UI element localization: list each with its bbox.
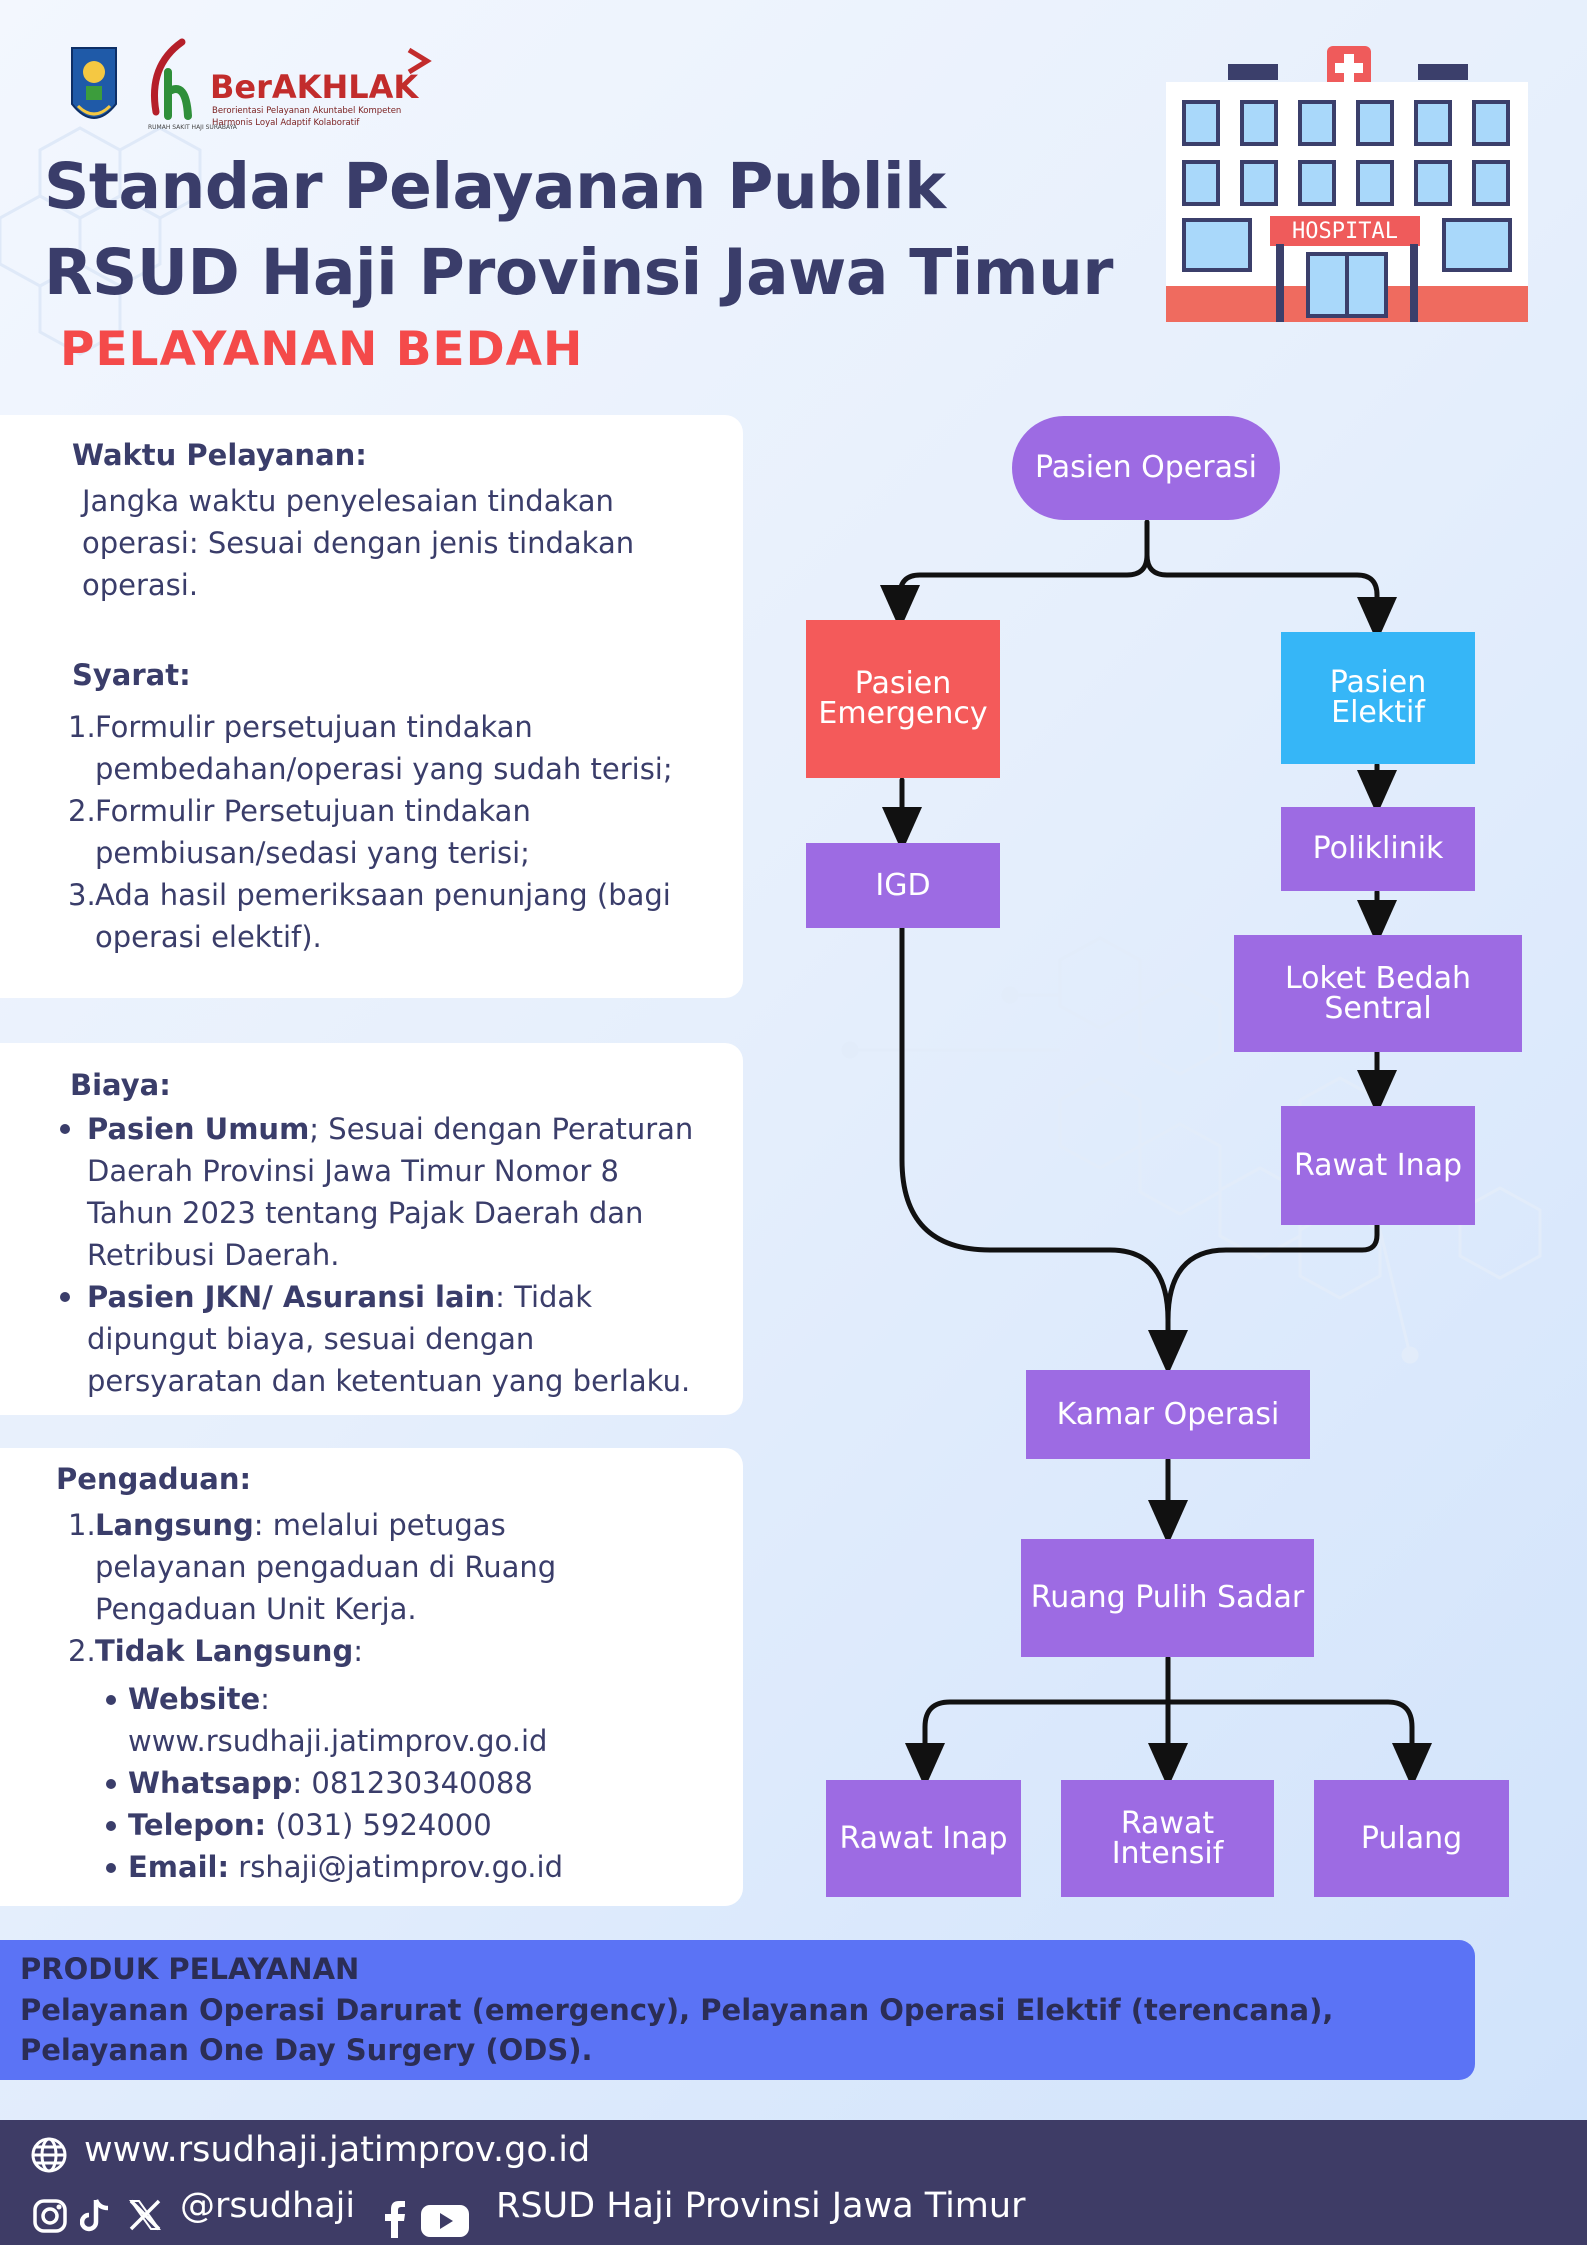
biaya-title: Biaya: (70, 1068, 171, 1102)
website-label: Website (128, 1682, 261, 1716)
pengaduan-title: Pengaduan: (56, 1462, 252, 1496)
flow-igd: IGD (806, 843, 1000, 928)
flow-kamar-operasi: Kamar Operasi (1026, 1370, 1310, 1459)
footer-handle[interactable]: @rsudhaji (180, 2186, 356, 2226)
bullet-dot (106, 1695, 116, 1705)
produk-line-1: Pelayanan Operasi Darurat (emergency), P… (20, 1993, 1334, 2027)
biaya-jkn-label: Pasien JKN/ Asuransi lain (87, 1280, 496, 1314)
website-sep: : (260, 1682, 270, 1716)
east-java-emblem-icon (71, 47, 117, 119)
syarat-num-3: 3. (68, 878, 96, 912)
biaya-umum-text: ; Sesuai dengan Peraturan (309, 1112, 694, 1146)
bullet-dot (106, 1863, 116, 1873)
syarat-title: Syarat: (72, 658, 191, 692)
biaya-umum-line-4: Retribusi Daerah. (87, 1238, 340, 1272)
footer-website[interactable]: www.rsudhaji.jatimprov.go.id (84, 2130, 591, 2170)
flow-rawat-inap-2: Rawat Inap (826, 1780, 1021, 1897)
flow-pasien-elektif: Pasien Elektif (1281, 632, 1475, 764)
biaya-umum-line-1: Pasien Umum; Sesuai dengan Peraturan (87, 1108, 693, 1150)
biaya-umum-label: Pasien Umum (87, 1112, 310, 1146)
pengaduan-num-1: 1. (68, 1508, 96, 1542)
syarat-item-2-line-2: pembiusan/sedasi yang terisi; (95, 836, 530, 870)
x-twitter-icon[interactable] (128, 2198, 162, 2232)
whatsapp-row: Whatsapp: 081230340088 (128, 1762, 533, 1804)
brand-tagline-1: Berorientasi Pelayanan Akuntabel Kompete… (212, 106, 402, 116)
flow-poliklinik: Poliklinik (1281, 807, 1475, 891)
pengaduan-langsung-line-3: Pengaduan Unit Kerja. (95, 1592, 417, 1626)
bullet-dot (60, 1124, 70, 1134)
waktu-line-3: operasi. (82, 568, 199, 602)
pengaduan-langsung-text: : melalui petugas (253, 1508, 506, 1542)
pengaduan-langsung-line-1: Langsung: melalui petugas (95, 1504, 506, 1546)
rsud-haji-logo-icon (150, 38, 192, 120)
telepon-row: Telepon: (031) 5924000 (128, 1804, 492, 1846)
whatsapp-value[interactable]: : 081230340088 (292, 1766, 533, 1800)
syarat-item-3-line-1: Ada hasil pemeriksaan penunjang (bagi (95, 878, 671, 912)
produk-line-2: Pelayanan One Day Surgery (ODS). (20, 2033, 593, 2067)
pengaduan-langsung-line-2: pelayanan pengaduan di Ruang (95, 1550, 557, 1584)
produk-pelayanan-banner: PRODUK PELAYANAN Pelayanan Operasi Darur… (0, 1940, 1475, 2080)
tiktok-icon[interactable] (80, 2196, 112, 2234)
syarat-item-1-line-1: Formulir persetujuan tindakan (95, 710, 533, 744)
website-link[interactable]: www.rsudhaji.jatimprov.go.id (128, 1724, 548, 1758)
syarat-item-1-line-2: pembedahan/operasi yang sudah terisi; (95, 752, 673, 786)
hospital-building-illustration: HOSPITAL (1166, 46, 1528, 322)
pengaduan-tidak-label: Tidak Langsung (95, 1634, 354, 1668)
email-value[interactable]: rshaji@jatimprov.go.id (229, 1850, 563, 1884)
chevron-right-icon (407, 47, 432, 75)
bullet-dot (106, 1779, 116, 1789)
footer: www.rsudhaji.jatimprov.go.id @rsudhaji R… (0, 2120, 1587, 2245)
page-title-line-1: Standar Pelayanan Publik (44, 150, 946, 223)
brand-name: BerAKHLAK (210, 68, 419, 106)
flow-pulang: Pulang (1314, 1780, 1509, 1897)
flow-pasien-operasi: Pasien Operasi (1012, 416, 1280, 520)
pengaduan-card (0, 1448, 743, 1906)
biaya-umum-line-3: Tahun 2023 tentang Pajak Daerah dan (87, 1196, 644, 1230)
email-row: Email: rshaji@jatimprov.go.id (128, 1846, 563, 1888)
pengaduan-langsung-label: Langsung (95, 1508, 254, 1542)
flow-rawat-inap-1: Rawat Inap (1281, 1106, 1475, 1225)
biaya-umum-line-2: Daerah Provinsi Jawa Timur Nomor 8 (87, 1154, 619, 1188)
facebook-icon[interactable] (384, 2200, 406, 2238)
biaya-card (0, 1043, 743, 1415)
pengaduan-tidak-langsung: Tidak Langsung: (95, 1630, 363, 1672)
pengaduan-num-2: 2. (68, 1634, 96, 1668)
flow-rawat-intensif: Rawat Intensif (1061, 1780, 1274, 1897)
globe-icon (31, 2137, 67, 2173)
biaya-jkn-line-3: persyaratan dan ketentuan yang berlaku. (87, 1364, 691, 1398)
produk-title: PRODUK PELAYANAN (20, 1952, 360, 1986)
waktu-line-1: Jangka waktu penyelesaian tindakan (82, 484, 614, 518)
bullet-dot (106, 1821, 116, 1831)
flow-pasien-emergency: Pasien Emergency (806, 620, 1000, 778)
page-subtitle: PELAYANAN BEDAH (60, 322, 584, 377)
biaya-jkn-text: : Tidak (495, 1280, 592, 1314)
syarat-item-2-line-1: Formulir Persetujuan tindakan (95, 794, 531, 828)
brand-tagline-2: Harmonis Loyal Adaptif Kolaboratif (212, 118, 360, 128)
email-label: Email: (128, 1850, 230, 1884)
syarat-num-2: 2. (68, 794, 96, 828)
biaya-jkn-line-2: dipungut biaya, sesuai dengan (87, 1322, 535, 1356)
website-row: Website: (128, 1678, 270, 1720)
waktu-syarat-card (0, 415, 743, 998)
flow-ruang-pulih-sadar: Ruang Pulih Sadar (1021, 1539, 1314, 1657)
biaya-jkn-line-1: Pasien JKN/ Asuransi lain: Tidak (87, 1276, 592, 1318)
syarat-num-1: 1. (68, 710, 96, 744)
telepon-label: Telepon: (128, 1808, 267, 1842)
flow-loket-bedah-sentral: Loket Bedah Sentral (1234, 935, 1522, 1052)
bullet-dot (60, 1292, 70, 1302)
hospital-sign: HOSPITAL (1292, 219, 1398, 244)
logo-caption: RUMAH SAKIT HAJI SURABAYA (148, 124, 237, 131)
waktu-line-2: operasi: Sesuai dengan jenis tindakan (82, 526, 635, 560)
instagram-icon[interactable] (32, 2198, 68, 2234)
page-title-line-2: RSUD Haji Provinsi Jawa Timur (44, 236, 1113, 309)
syarat-item-3-line-2: operasi elektif). (95, 920, 322, 954)
pengaduan-tidak-text: : (353, 1634, 363, 1668)
waktu-title: Waktu Pelayanan: (72, 438, 367, 472)
telepon-value[interactable]: (031) 5924000 (266, 1808, 492, 1842)
youtube-icon[interactable] (420, 2204, 470, 2238)
footer-page-name[interactable]: RSUD Haji Provinsi Jawa Timur (496, 2186, 1026, 2226)
whatsapp-label: Whatsapp (128, 1766, 293, 1800)
